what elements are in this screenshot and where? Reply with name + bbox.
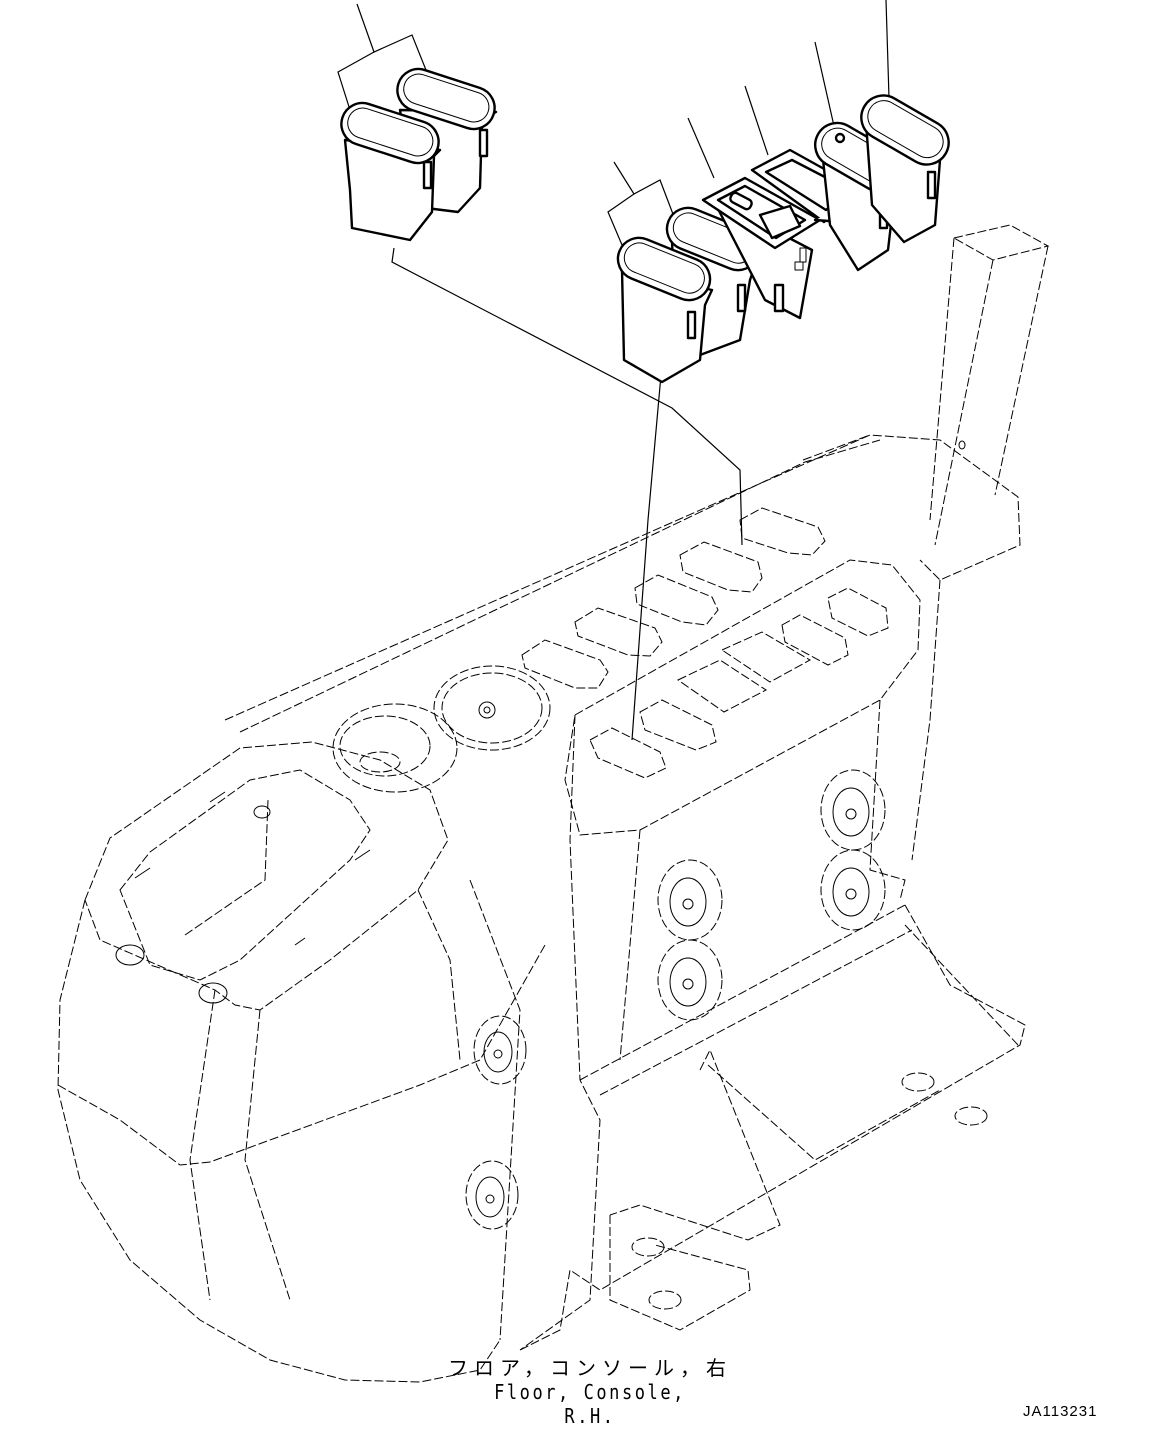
grommet-3 <box>820 769 886 851</box>
console-post <box>929 224 1050 546</box>
caption-english: Floor, Console, R.H. <box>494 1380 686 1428</box>
leader-lines <box>337 0 890 741</box>
grommet-2 <box>657 939 723 1021</box>
console-body <box>57 434 1021 1383</box>
switch-middle-front <box>616 236 714 384</box>
switch-left-front <box>340 101 442 242</box>
grommet-5 <box>473 1015 527 1085</box>
drawing-id: JA113231 <box>1023 1403 1098 1420</box>
bay-slots <box>589 587 889 779</box>
grommet-4 <box>820 849 886 931</box>
grommet-6 <box>465 1160 519 1230</box>
caption-japanese: フロア，コンソール，右 <box>448 1356 732 1380</box>
lamp-icon <box>834 132 846 144</box>
fasteners <box>465 769 886 1230</box>
switch-rounded-right <box>860 94 950 244</box>
switch-rocker-square <box>701 176 822 320</box>
figure-caption: フロア，コンソール，右 Floor, Console, R.H. <box>440 1356 740 1428</box>
console-bracket <box>519 904 1026 1351</box>
top-slots <box>521 507 826 689</box>
switch-pair-middle <box>616 206 761 384</box>
switch-pair-left <box>340 67 498 242</box>
grommet-1 <box>657 859 723 941</box>
knob-sockets <box>332 665 551 793</box>
